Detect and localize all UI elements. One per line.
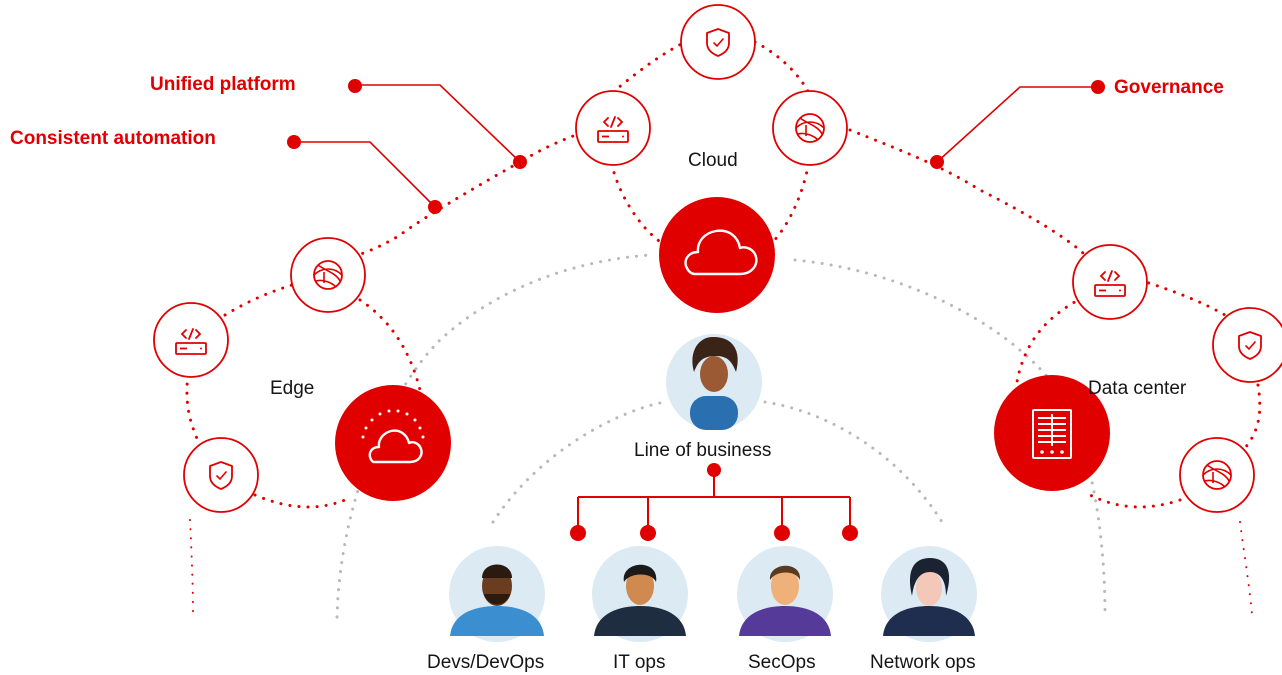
dc-ring-d (1088, 493, 1182, 509)
arc-left-outer (335, 253, 652, 619)
edge-ring-c (185, 373, 202, 447)
cloud-hub (659, 197, 775, 313)
dc-ring-a (1138, 278, 1232, 320)
node-label-cloud: Cloud (688, 150, 738, 171)
connector-unified-platform (355, 84, 521, 163)
edge-ring-d (253, 493, 347, 509)
grey-dotted-arcs (189, 253, 1253, 619)
edge-globe-circle (290, 237, 366, 313)
avatar-secops (737, 546, 833, 642)
dc-code-circle (1072, 244, 1148, 320)
cloud-ring-d (768, 153, 812, 247)
dot-unified-platform (348, 79, 362, 93)
dc-globe-circle (1179, 437, 1255, 513)
role-label-devs-devops: Devs/DevOps (427, 652, 545, 673)
edge-hub (335, 385, 451, 501)
dc-shield-circle (1212, 307, 1282, 383)
avatar-network-ops (881, 546, 977, 642)
edge-code-circle (153, 302, 229, 378)
org-tree (577, 470, 851, 533)
cloud-icon (684, 229, 758, 276)
dc-hub (994, 375, 1110, 491)
callout-dots (287, 79, 1105, 214)
cloud-globe-circle (772, 90, 848, 166)
arc-right-inner (763, 400, 944, 524)
arc-right-outer (793, 258, 1107, 617)
arc-top-right (848, 128, 1087, 257)
connector-governance (936, 86, 1098, 163)
connector-consistent-automation (295, 141, 436, 208)
dot-governance-end (930, 155, 944, 169)
edge-ring-a (223, 283, 294, 317)
org-tree-dots (570, 463, 858, 541)
avatar-line-of-business (666, 334, 762, 430)
callout-consistent-automation: Consistent automation (10, 128, 216, 149)
dot-consistent-automation (287, 135, 301, 149)
avatar-it-ops (592, 546, 688, 642)
cloud-shield-circle (680, 4, 756, 80)
role-label-it-ops: IT ops (613, 652, 666, 673)
node-label-edge: Edge (270, 378, 315, 399)
cloud-code-circle (575, 90, 651, 166)
callout-lines (295, 84, 1098, 208)
edge-tail (189, 519, 194, 616)
edge-ring-b (358, 298, 422, 392)
cloud-ring-a (611, 40, 687, 94)
node-label-data-center: Data center (1088, 378, 1187, 399)
edge-cloud-icon (361, 409, 425, 464)
cloud-ring-b (753, 40, 812, 97)
cloud-ring-c (608, 153, 667, 247)
server-rack-icon (1032, 409, 1072, 459)
role-label-secops: SecOps (748, 652, 816, 673)
dc-ring-b (1013, 296, 1084, 397)
dc-ring-c (1243, 383, 1262, 450)
dot-governance (1091, 80, 1105, 94)
edge-shield-circle (183, 437, 259, 513)
node-label-line-of-business: Line of business (634, 440, 772, 461)
callout-governance: Governance (1114, 77, 1224, 98)
avatar-devs-devops (449, 546, 545, 642)
role-label-network-ops: Network ops (870, 652, 976, 673)
dot-unified-platform-end (513, 155, 527, 169)
dc-tail (1239, 521, 1253, 616)
dot-consistent-automation-end (428, 200, 442, 214)
callout-unified-platform: Unified platform (150, 74, 296, 95)
